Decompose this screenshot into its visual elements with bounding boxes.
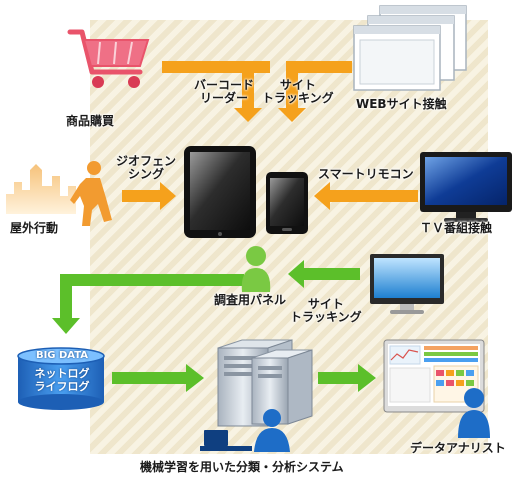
label-ml-system: 機械学習を用いた分類・分析システム bbox=[140, 460, 344, 474]
label-web-site-contact: WEBサイト接触 bbox=[356, 97, 447, 111]
panel-person-icon bbox=[241, 246, 271, 292]
tv-icon bbox=[420, 152, 512, 222]
label-geofencing: ジオフェン シング bbox=[116, 154, 177, 182]
label-barcode-reader: バーコード リーダー bbox=[194, 78, 255, 106]
arrow-server-to-analytics bbox=[318, 364, 376, 392]
server-icon bbox=[217, 339, 313, 427]
arrow-geofence-to-tablet bbox=[122, 182, 176, 210]
label-research-panel: 調査用パネル bbox=[214, 293, 287, 307]
label-site-tracking-top: サイト トラッキング bbox=[262, 78, 334, 106]
big-data-lines: ネットログ ライフログ bbox=[34, 367, 90, 393]
label-outdoor-activity: 屋外行動 bbox=[10, 221, 59, 235]
walking-person-icon bbox=[70, 161, 112, 226]
browser-windows-icon bbox=[353, 5, 467, 91]
monitor-icon bbox=[370, 254, 444, 314]
label-product-purchase: 商品購買 bbox=[66, 114, 115, 128]
arrow-bigdata-to-server bbox=[112, 364, 204, 392]
label-tv-program-contact: ＴＶ番組接触 bbox=[420, 221, 493, 235]
shopping-cart-icon bbox=[67, 29, 150, 88]
big-data-title: BIG DATA bbox=[35, 350, 89, 361]
label-smart-remote: スマートリモコン bbox=[318, 167, 414, 181]
analytics-screen-icon bbox=[383, 339, 485, 413]
arrow-monitor-to-panel bbox=[288, 260, 360, 288]
computer-user-icon bbox=[200, 409, 290, 452]
tablet-icon bbox=[184, 146, 256, 238]
arrow-tv-to-phone bbox=[314, 182, 418, 210]
label-site-tracking-mid: サイト トラッキング bbox=[290, 297, 362, 325]
label-data-analyst: データアナリスト bbox=[410, 441, 506, 455]
arrow-web-to-phone bbox=[240, 61, 352, 122]
database-icon bbox=[17, 347, 105, 410]
analyst-icon bbox=[458, 388, 490, 438]
arrow-panel-to-bigdata bbox=[52, 274, 244, 334]
city-skyline-icon bbox=[6, 164, 76, 214]
smartphone-icon bbox=[266, 172, 308, 234]
